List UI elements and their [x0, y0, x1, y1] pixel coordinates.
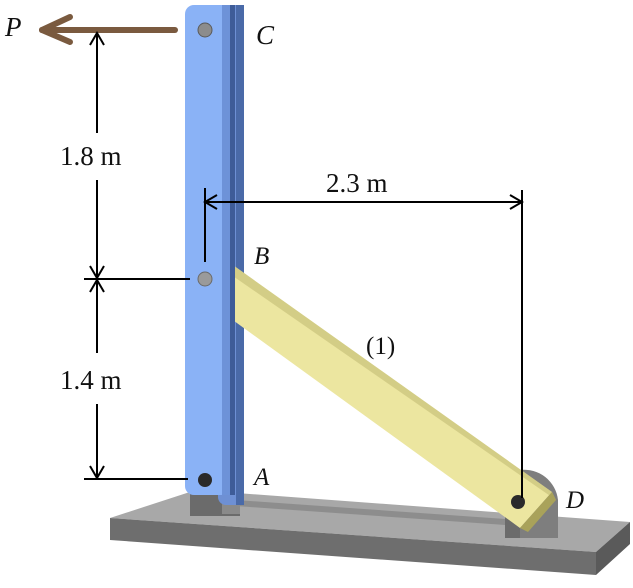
dimension-lines	[84, 31, 524, 498]
pin-c	[197, 22, 213, 38]
label-c: C	[256, 20, 275, 50]
pin-a	[198, 473, 212, 487]
post-acb	[185, 5, 235, 495]
label-p: P	[5, 12, 22, 42]
label-d: D	[566, 487, 585, 514]
dimension-cb: 1.8 m	[60, 141, 122, 171]
pin-d	[511, 495, 525, 509]
dimension-ba: 1.4 m	[60, 365, 122, 395]
force-arrow-p	[39, 14, 178, 45]
dimension-bd: 2.3 m	[326, 168, 388, 198]
label-a: A	[254, 464, 270, 491]
member-1	[230, 263, 556, 532]
label-b: B	[254, 243, 270, 270]
pin-b	[197, 271, 213, 287]
label-member-1: (1)	[366, 333, 396, 360]
